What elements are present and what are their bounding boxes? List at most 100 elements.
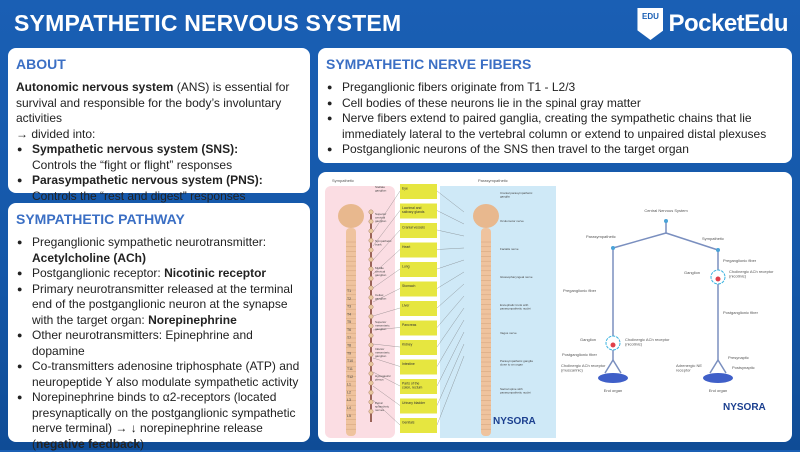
about-heading: ABOUT	[16, 56, 66, 72]
nerve-line	[436, 319, 465, 367]
item-bold: Parasympathetic nervous system (PNS):	[32, 173, 263, 187]
nerve-line	[372, 371, 401, 387]
left-spine-brain	[338, 204, 364, 228]
organ-box	[400, 340, 437, 355]
node	[664, 219, 668, 223]
list-item: Co-transmitters adenosine triphosphate (…	[16, 359, 302, 390]
vertebra-label: T11	[347, 367, 353, 371]
list-item: Nerve fibers extend to paired ganglia, c…	[326, 111, 784, 142]
organ-box	[400, 184, 437, 199]
postganglionic-fiber-label: Postganglionic fiber	[562, 352, 598, 357]
nerve-line	[436, 247, 465, 250]
vertebra-label: T1	[347, 289, 351, 293]
left-spine	[346, 228, 356, 436]
chain-ganglion	[368, 285, 374, 291]
ganglion-label: Ganglion	[684, 270, 700, 275]
chain-ganglion	[368, 314, 374, 319]
vertebra-label: T12	[347, 375, 353, 379]
anatomy-label: Vagus nerve	[500, 331, 517, 335]
preganglionic-fiber-label: Preganglionic fiber	[563, 288, 597, 293]
vertebra-label: L3	[347, 398, 351, 402]
nerve-line	[372, 357, 401, 367]
presynaptic-label: Presynaptic	[728, 355, 749, 360]
nerve-line	[372, 210, 401, 247]
about-intro: Autonomic nervous system (ANS) is essent…	[16, 80, 302, 142]
receptor-icon	[610, 342, 616, 348]
organ-label: Genitals	[402, 421, 415, 425]
synapse	[604, 359, 622, 374]
vertebra-label: T5	[347, 320, 351, 324]
nerve-line	[372, 307, 401, 317]
about-intro-text: (ANS) is essential for survival and resp…	[16, 80, 290, 125]
logo-text: PocketEdu	[668, 10, 788, 37]
chain-ganglion	[368, 333, 374, 338]
vertebra-label: T7	[347, 336, 351, 340]
chain-ganglion	[368, 304, 374, 310]
nerve-line	[436, 229, 465, 237]
nerve-fibers-card: SYMPATHETIC NERVE FIBERS Preganglionic f…	[318, 48, 792, 163]
chain-ganglion	[368, 219, 374, 224]
organ-box	[400, 359, 437, 375]
nerve-line	[436, 190, 465, 213]
item-text: Postganglionic receptor:	[32, 266, 165, 280]
nicotinic-receptor-label: Cholinergic ACh receptor(nicotinic)	[729, 269, 774, 279]
node	[611, 246, 615, 250]
nerve-line	[372, 399, 401, 426]
nerve-line	[436, 259, 465, 270]
item-bold: Norepinephrine	[148, 312, 237, 327]
nerve-line	[372, 229, 401, 261]
organ-label: Stomach	[402, 284, 415, 288]
nerve-line	[372, 249, 401, 275]
nerve-line	[436, 271, 465, 289]
nerve-line	[436, 210, 465, 225]
node	[716, 248, 720, 252]
about-divided: → divided into:	[16, 126, 96, 141]
list-item: Sympathetic nervous system (SNS):Control…	[16, 142, 302, 173]
organ-box	[400, 398, 437, 414]
organ-box	[400, 301, 437, 316]
item-bold: Sympathetic nervous system (SNS):	[32, 142, 239, 156]
end-organ-label: End organ	[709, 388, 727, 393]
nerve-line	[436, 343, 465, 406]
chain-ganglion	[368, 409, 374, 414]
nerve-line	[436, 295, 465, 328]
chain-ganglion	[368, 209, 374, 215]
chain-ganglion	[368, 361, 374, 367]
chain-ganglion	[368, 399, 374, 405]
parasympathetic-region	[440, 186, 556, 438]
vertebra-label: L4	[347, 406, 351, 410]
list-item: Cell bodies of these neurons lie in the …	[326, 96, 784, 112]
parasympathetic-label: Parasympathetic	[586, 234, 616, 239]
chain-ganglion	[368, 228, 374, 234]
vertebra-label: L2	[347, 390, 351, 394]
parasympathetic-title: Parasympathetic	[478, 178, 508, 183]
preganglionic-fiber-label: Preganglionic fiber	[723, 258, 757, 263]
fiber-line	[612, 232, 667, 249]
nysora-logo: NYSORA	[723, 402, 766, 413]
organ-label: Cranial vessels	[402, 226, 425, 230]
nerve-line	[436, 307, 465, 348]
nerve-line	[372, 190, 401, 233]
vertebra-label: L5	[347, 414, 351, 418]
list-item: Other neurotransmitters: Epinephrine and…	[16, 328, 302, 359]
organ-label: Eye	[402, 187, 408, 191]
item-text: Controls the “rest and digest” responses	[32, 188, 246, 203]
fibers-heading: SYMPATHETIC NERVE FIBERS	[326, 56, 532, 72]
nerve-line	[436, 283, 465, 309]
organ-label: Lung	[402, 265, 410, 269]
organ-box	[400, 320, 437, 336]
vertebra-label: T4	[347, 312, 351, 316]
page-title: SYMPATHETIC NERVOUS SYSTEM	[14, 10, 402, 36]
chain-ganglion	[368, 238, 374, 243]
